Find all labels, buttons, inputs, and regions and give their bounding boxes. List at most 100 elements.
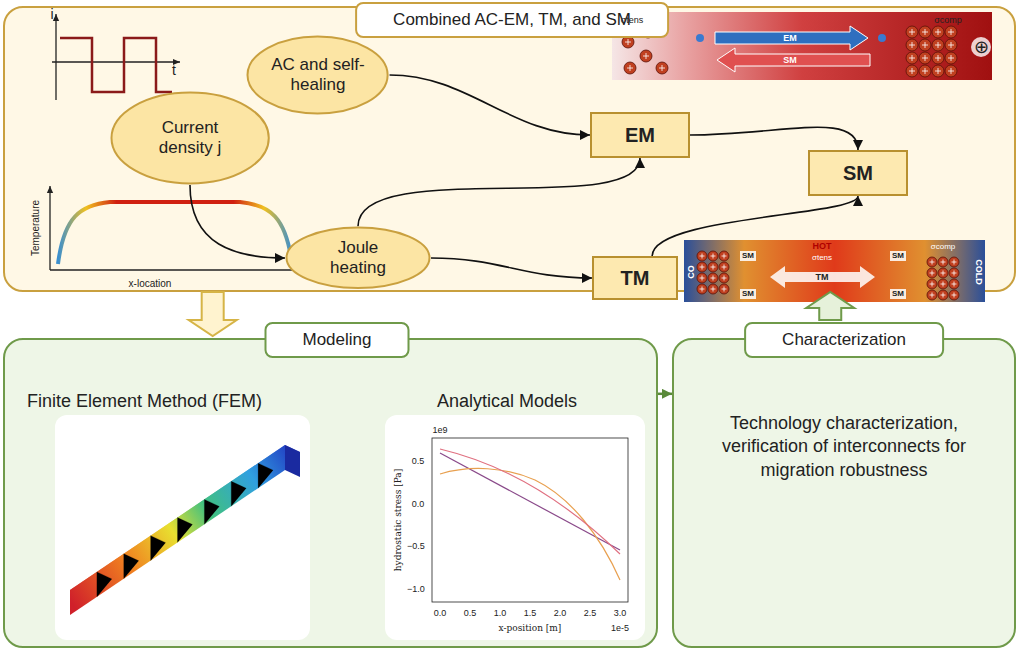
- axis: [50, 269, 302, 270]
- ion-charge: [711, 287, 716, 292]
- square-wave-plot: [52, 14, 180, 100]
- ion-charge: [711, 265, 716, 270]
- flow-arrow: [390, 75, 590, 135]
- plot-line: [440, 449, 620, 554]
- ion-charge: [930, 293, 935, 298]
- flow-arrow: [190, 185, 285, 258]
- ion-charge: [922, 29, 928, 35]
- panel-text: Analytical Models: [437, 390, 577, 413]
- figure-card: [385, 415, 645, 640]
- ion-charge: [722, 254, 727, 259]
- figure-label: ⊕: [974, 38, 989, 56]
- tm-illustration: [684, 240, 985, 302]
- mesh-line: [151, 536, 166, 561]
- ion-charge: [922, 68, 928, 74]
- axis: [55, 14, 56, 100]
- ion: [622, 36, 634, 48]
- stress-plot: [385, 415, 645, 640]
- ion-charge: [941, 271, 946, 276]
- ion: [697, 251, 707, 261]
- fem-figure: [55, 415, 310, 640]
- figure-label: −1.0: [407, 585, 425, 594]
- ion: [640, 50, 652, 62]
- figure-label: i: [50, 7, 53, 21]
- ion: [719, 262, 729, 272]
- ion: [927, 257, 937, 267]
- node-label: TM: [621, 267, 650, 290]
- flow-arrow: [358, 158, 640, 226]
- figure-label: SM: [740, 251, 756, 261]
- flow-arrow: [658, 393, 672, 396]
- axis: [52, 61, 180, 62]
- ion-charge: [935, 55, 941, 61]
- ion: [949, 268, 959, 278]
- panel-heading: Modeling: [265, 322, 410, 358]
- ion: [919, 52, 931, 64]
- panel-heading: Characterization: [744, 322, 944, 358]
- figure-label: 1e9: [432, 426, 447, 435]
- conductor-section: [612, 12, 992, 80]
- ion: [938, 257, 948, 267]
- ion: [697, 262, 707, 272]
- figure-label: 2.5: [584, 609, 597, 618]
- ion: [719, 273, 729, 283]
- ion: [708, 284, 718, 294]
- ion-charge: [948, 42, 954, 48]
- electron: [878, 34, 886, 42]
- axis: [49, 186, 50, 270]
- ion: [938, 268, 948, 278]
- ion: [945, 52, 957, 64]
- ion-charge: [909, 55, 915, 61]
- figure-label: hydrostatic stress [Pa]: [394, 469, 403, 571]
- node-label: EM: [625, 124, 655, 147]
- figure-label: 2.0: [554, 609, 567, 618]
- ion-charge: [952, 271, 957, 276]
- panel-text: Technology characterization, verificatio…: [692, 412, 996, 482]
- flow-arrow: [690, 127, 858, 150]
- figure-label: SM: [890, 289, 906, 299]
- mesh-line: [97, 572, 112, 597]
- figure-label: SM: [890, 251, 906, 261]
- electron: [696, 34, 704, 42]
- ion: [906, 39, 918, 51]
- ellipse-outline: [287, 228, 430, 288]
- figure-label: Temperature: [31, 200, 41, 256]
- figure-label: σcomp: [934, 16, 962, 25]
- figure-label: x-location: [129, 279, 172, 289]
- mesh-line: [231, 481, 246, 506]
- ion-charge: [643, 53, 649, 59]
- flow-block-arrow: [806, 292, 854, 320]
- ion: [949, 257, 959, 267]
- ion-charge: [722, 276, 727, 281]
- ion: [945, 39, 957, 51]
- plot-frame: [432, 438, 628, 602]
- figure-label: 0.0: [412, 500, 425, 509]
- ion: [949, 290, 959, 300]
- ion: [642, 26, 654, 38]
- plot-line: [440, 453, 620, 550]
- ion-charge: [930, 260, 935, 265]
- mesh-line: [124, 554, 139, 579]
- process-ellipse: Current density j: [110, 91, 270, 185]
- ion-charge: [941, 260, 946, 265]
- ion: [719, 251, 729, 261]
- mesh-line: [178, 518, 193, 543]
- ion-charge: [922, 55, 928, 61]
- figure-label: σtens: [812, 254, 832, 262]
- ion: [932, 52, 944, 64]
- ion: [938, 279, 948, 289]
- ion: [932, 26, 944, 38]
- figure-label: σtens: [621, 16, 644, 25]
- ion-charge: [909, 68, 915, 74]
- ion: [932, 39, 944, 51]
- fem-beam-top: [70, 445, 300, 597]
- ion: [906, 26, 918, 38]
- ion: [927, 268, 937, 278]
- ion: [949, 279, 959, 289]
- ion-charge: [659, 65, 665, 71]
- figure-label: x-position [m]: [499, 624, 562, 633]
- ion-charge: [952, 282, 957, 287]
- ion: [906, 52, 918, 64]
- figure-label: 1.5: [524, 609, 537, 618]
